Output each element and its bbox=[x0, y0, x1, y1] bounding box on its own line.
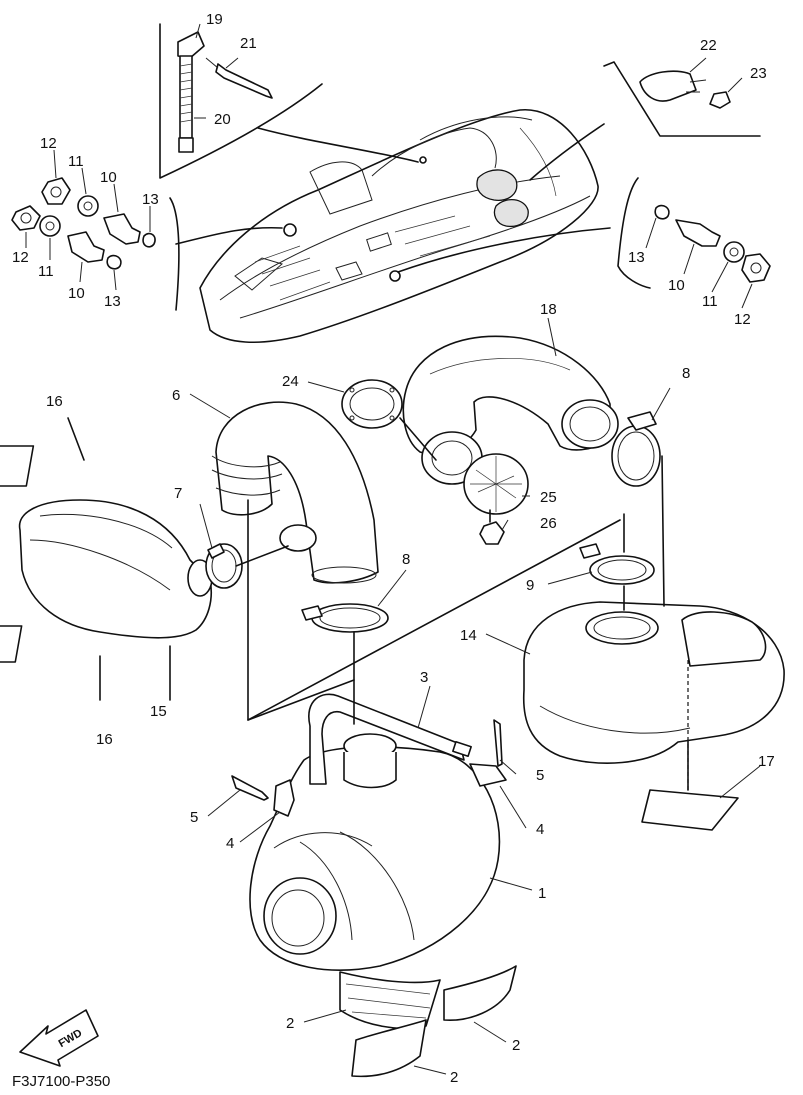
callout-2-b: 2 bbox=[512, 1037, 520, 1054]
callout-14: 14 bbox=[460, 627, 477, 644]
water-lock-14 bbox=[522, 601, 785, 764]
callout-11-c: 11 bbox=[702, 293, 718, 310]
callout-13-b: 13 bbox=[104, 293, 121, 310]
clamp-7 bbox=[205, 543, 243, 589]
callout-13-c: 13 bbox=[628, 249, 645, 266]
callout-8-a: 8 bbox=[682, 365, 690, 382]
connection-lines bbox=[67, 417, 689, 791]
clamp-9 bbox=[579, 543, 655, 585]
leader-gasket bbox=[399, 417, 437, 461]
callout-2-c: 2 bbox=[450, 1069, 458, 1086]
callout-9: 9 bbox=[526, 577, 534, 594]
gasket-24 bbox=[341, 379, 403, 429]
bracket-4-right bbox=[469, 719, 507, 787]
callout-4-a: 4 bbox=[226, 835, 234, 852]
callout-24: 24 bbox=[282, 373, 299, 390]
callout-21: 21 bbox=[240, 35, 257, 52]
callout-5-a: 5 bbox=[190, 809, 198, 826]
heat-shield-2-b bbox=[443, 965, 517, 1021]
clamp-8-upper bbox=[611, 411, 661, 487]
leader-hull-left bbox=[175, 226, 283, 245]
callout-13-a: 13 bbox=[142, 191, 159, 208]
callout-20: 20 bbox=[214, 111, 231, 128]
right-fittings bbox=[617, 177, 771, 309]
detail-box-top-right bbox=[603, 57, 761, 137]
detail-box-top-left bbox=[159, 23, 323, 179]
leader-hull-top bbox=[257, 127, 419, 163]
heat-shield-2-c bbox=[351, 1019, 427, 1078]
left-fittings bbox=[11, 149, 180, 311]
strap-3 bbox=[308, 693, 472, 785]
watercraft-hull bbox=[199, 109, 599, 344]
resonator-15 bbox=[18, 499, 213, 639]
callout-22: 22 bbox=[700, 37, 717, 54]
callout-12-a: 12 bbox=[40, 135, 57, 152]
callout-11-a: 11 bbox=[68, 153, 84, 170]
callout-17: 17 bbox=[758, 753, 775, 770]
fwd-arrow-icon: FWD bbox=[19, 1009, 99, 1067]
pad-16-top bbox=[0, 445, 35, 487]
callout-26: 26 bbox=[540, 515, 557, 532]
callout-8-b: 8 bbox=[402, 551, 410, 568]
callout-16-b: 16 bbox=[96, 731, 113, 748]
muffler-1 bbox=[249, 733, 501, 971]
heat-shield-2-a-hatch bbox=[345, 983, 431, 1019]
clamp-8-lower bbox=[301, 603, 389, 633]
diagram-code: F3J7100-P350 bbox=[12, 1073, 110, 1090]
callout-10-b: 10 bbox=[68, 285, 85, 302]
callout-23: 23 bbox=[750, 65, 767, 82]
leader-clamp-7 bbox=[235, 545, 289, 567]
pad-17 bbox=[641, 789, 739, 831]
callout-1: 1 bbox=[538, 885, 546, 902]
callout-6: 6 bbox=[172, 387, 180, 404]
flange-plate-25 bbox=[421, 431, 529, 515]
bracket-4-left bbox=[231, 775, 295, 817]
callout-12-c: 12 bbox=[734, 311, 751, 328]
leader-hull-right bbox=[397, 227, 611, 273]
pipe-18 bbox=[402, 335, 619, 455]
callout-15: 15 bbox=[150, 703, 167, 720]
callout-leaders bbox=[189, 317, 761, 1075]
callout-10-a: 10 bbox=[100, 169, 117, 186]
callout-4-b: 4 bbox=[536, 821, 544, 838]
callout-18: 18 bbox=[540, 301, 557, 318]
leader-hull-top-right bbox=[529, 123, 605, 181]
callout-25: 25 bbox=[540, 489, 557, 506]
callout-19: 19 bbox=[206, 11, 223, 28]
callout-2-a: 2 bbox=[286, 1015, 294, 1032]
callout-labels: 19 21 20 22 23 12 11 10 13 12 11 10 13 1… bbox=[12, 11, 775, 1086]
callout-16-a: 16 bbox=[46, 393, 63, 410]
pad-16-bottom bbox=[0, 625, 23, 663]
callout-11-b: 11 bbox=[38, 263, 54, 280]
callout-12-b: 12 bbox=[12, 249, 29, 266]
callout-3: 3 bbox=[420, 669, 428, 686]
pipe-6 bbox=[211, 401, 379, 584]
callout-10-c: 10 bbox=[668, 277, 685, 294]
nut-26 bbox=[479, 521, 505, 545]
callout-5-b: 5 bbox=[536, 767, 544, 784]
callout-7: 7 bbox=[174, 485, 182, 502]
